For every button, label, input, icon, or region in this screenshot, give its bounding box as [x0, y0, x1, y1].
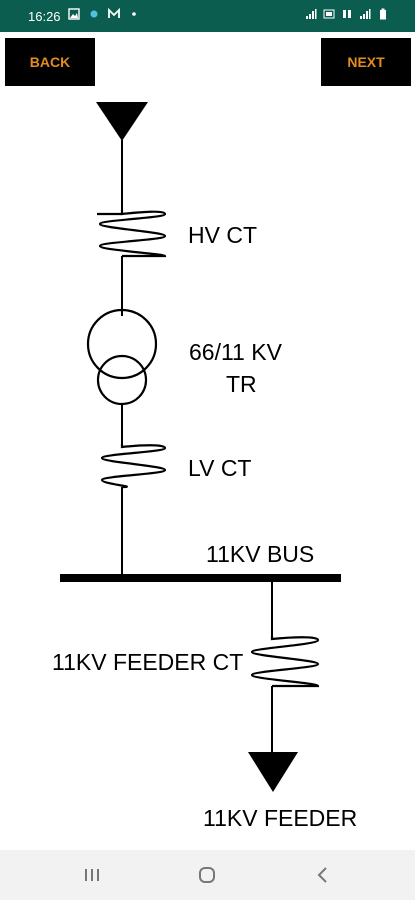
dot-icon — [90, 10, 98, 18]
recent-apps-icon — [85, 869, 99, 881]
recent-apps-button[interactable] — [80, 863, 104, 887]
transformer-label-line2: TR — [226, 371, 257, 397]
hv-ct-coil — [98, 210, 167, 258]
lv-ct-coil — [100, 444, 167, 489]
lv-ct-label: LV CT — [188, 455, 251, 481]
transformer-label-line1: 66/11 KV — [189, 339, 283, 365]
system-nav-bar — [0, 850, 415, 900]
volte-icon — [323, 9, 335, 19]
gmail-icon — [108, 8, 120, 18]
11kv-bus-bar — [60, 574, 341, 582]
source-arrow — [96, 102, 148, 141]
bus-label: 11KV BUS — [206, 541, 314, 567]
dot-icon — [132, 12, 136, 16]
image-icon — [68, 8, 80, 20]
system-back-button[interactable] — [311, 863, 335, 887]
back-button[interactable]: BACK — [5, 38, 95, 86]
signal-icon — [306, 9, 317, 19]
battery-icon — [380, 8, 386, 20]
transformer-primary-winding — [86, 308, 158, 380]
transformer-secondary-winding — [96, 354, 148, 406]
single-line-diagram: HV CT 66/11 KV TR LV CT 11KV BUS 11KV FE… — [52, 102, 357, 831]
status-bar: 16:26 — [0, 0, 415, 32]
signal-icon — [360, 9, 371, 19]
status-time: 16:26 — [28, 9, 61, 24]
feeder-ct-label: 11KV FEEDER CT — [52, 649, 243, 675]
feeder-label: 11KV FEEDER — [203, 805, 357, 831]
feeder-arrow — [248, 752, 298, 792]
back-icon — [317, 867, 327, 883]
home-icon — [199, 867, 215, 883]
4g-icon — [343, 10, 351, 18]
home-button[interactable] — [195, 863, 219, 887]
feeder-ct-coil — [250, 636, 320, 688]
hv-ct-label: HV CT — [188, 222, 257, 248]
next-button[interactable]: NEXT — [321, 38, 411, 86]
